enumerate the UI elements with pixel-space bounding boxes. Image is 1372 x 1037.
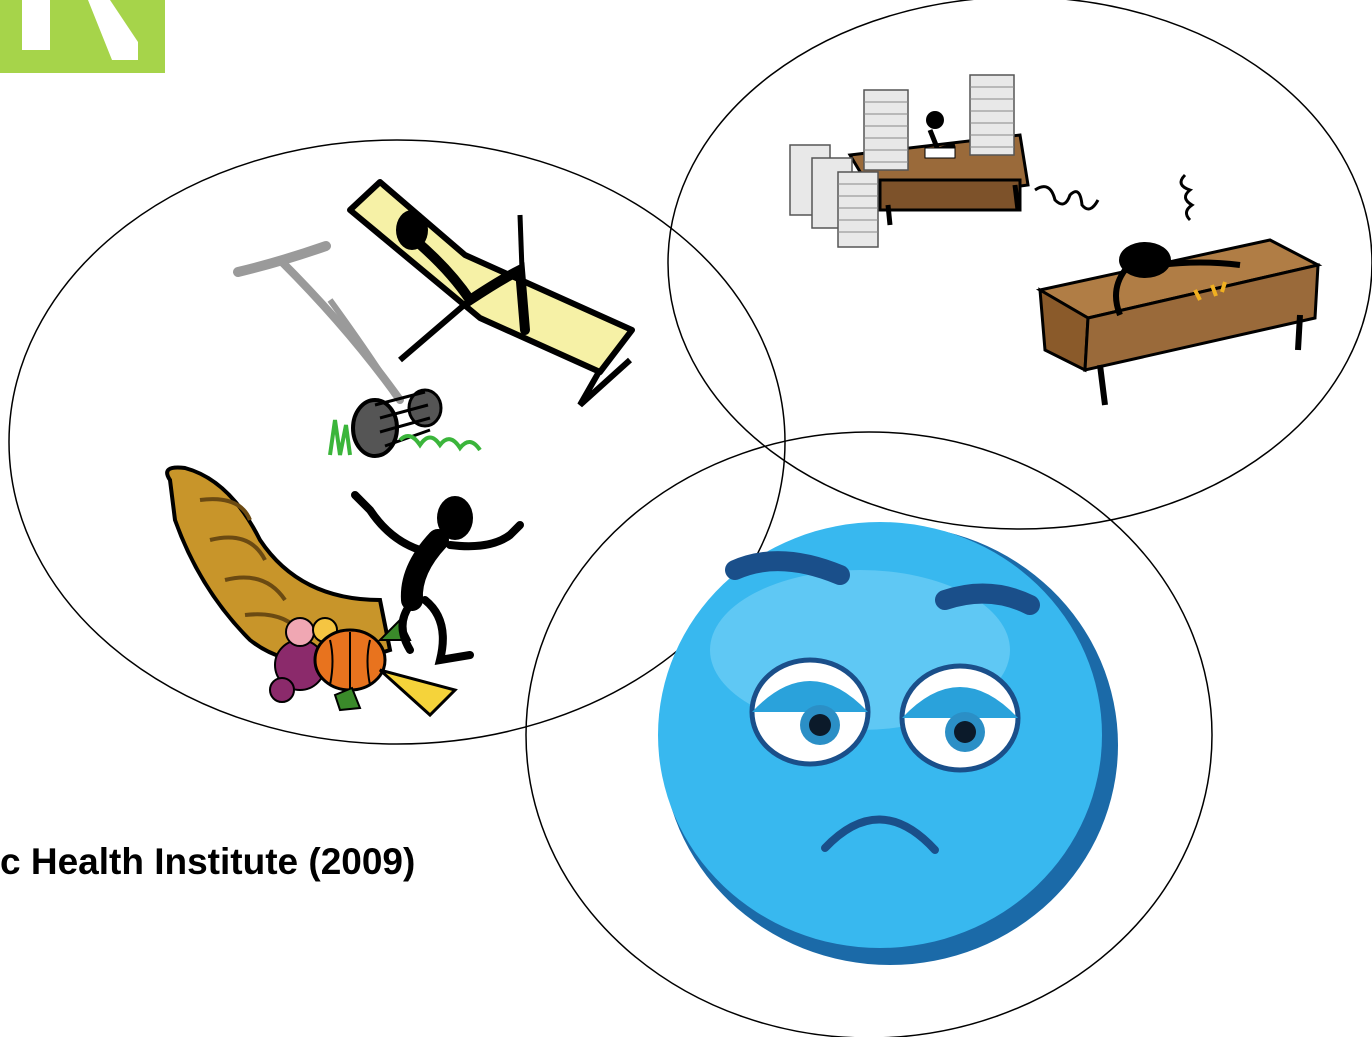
logo-icon	[0, 0, 165, 73]
leisure-circle	[8, 139, 786, 745]
citation-text: c Health Institute (2009)	[0, 841, 416, 882]
exhausted-worker-icon	[1035, 238, 1323, 406]
cornucopia-icon	[165, 465, 458, 718]
person-lounging-icon	[347, 179, 635, 408]
stress-squiggle-icon	[1179, 173, 1195, 222]
stress-circle	[525, 431, 1213, 1037]
busy-office-worker-icon	[789, 74, 1030, 248]
dancing-person-icon	[351, 491, 524, 665]
lawn-mower-icon	[233, 241, 482, 458]
work-circle	[667, 0, 1372, 530]
sad-face-icon	[658, 522, 1118, 965]
stress-squiggle-icon	[1034, 185, 1100, 211]
